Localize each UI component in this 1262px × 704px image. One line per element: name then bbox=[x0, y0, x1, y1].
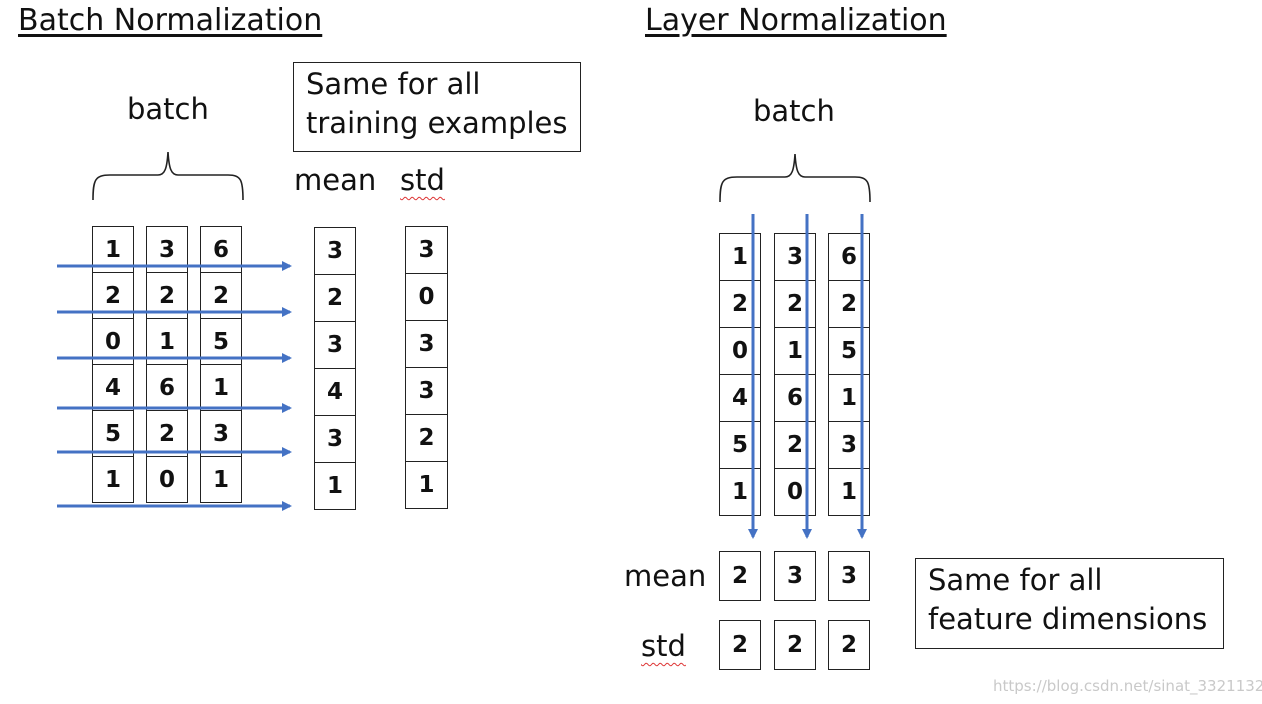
ln-cell: 2 bbox=[774, 280, 816, 328]
ln-std-label: std bbox=[641, 629, 686, 663]
bn-mean-cell: 3 bbox=[314, 415, 356, 463]
bn-cell: 3 bbox=[200, 410, 242, 457]
bn-note-box: Same for all training examples bbox=[293, 62, 581, 152]
bn-mean-label: mean bbox=[294, 163, 377, 197]
ln-cell: 3 bbox=[774, 233, 816, 281]
bn-cell: 5 bbox=[92, 410, 134, 457]
ln-cell: 3 bbox=[828, 421, 870, 469]
ln-std-cell: 2 bbox=[719, 620, 761, 670]
ln-cell: 5 bbox=[719, 421, 761, 469]
bn-note-line-1: Same for all bbox=[306, 67, 481, 101]
ln-cell: 0 bbox=[774, 468, 816, 516]
bn-cell: 2 bbox=[200, 272, 242, 319]
bn-std-column: 3 0 3 3 2 1 bbox=[405, 226, 448, 509]
bn-cell: 2 bbox=[146, 272, 188, 319]
ln-cell: 2 bbox=[719, 280, 761, 328]
bn-std-cell: 1 bbox=[405, 461, 448, 509]
ln-note-box: Same for all feature dimensions bbox=[915, 558, 1224, 649]
bn-batch-label: batch bbox=[127, 92, 209, 126]
bn-cell: 1 bbox=[92, 456, 134, 503]
ln-cell: 0 bbox=[719, 327, 761, 375]
bn-std-cell: 3 bbox=[405, 226, 448, 274]
layer-norm-title: Layer Normalization bbox=[645, 3, 947, 38]
bn-mean-cell: 2 bbox=[314, 274, 356, 322]
bn-cell: 2 bbox=[146, 410, 188, 457]
bn-cell: 2 bbox=[92, 272, 134, 319]
bn-mean-column: 3 2 3 4 3 1 bbox=[314, 227, 356, 510]
bn-cell: 4 bbox=[92, 364, 134, 411]
bn-cell: 1 bbox=[200, 364, 242, 411]
ln-std-cell: 2 bbox=[828, 620, 870, 670]
bn-matrix-col-1: 1 2 0 4 5 1 bbox=[92, 226, 134, 503]
ln-batch-label: batch bbox=[753, 94, 835, 128]
bn-cell: 6 bbox=[200, 226, 242, 273]
bn-mean-cell: 3 bbox=[314, 227, 356, 275]
ln-cell: 1 bbox=[719, 468, 761, 516]
bn-cell: 1 bbox=[146, 318, 188, 365]
ln-mean-cell: 2 bbox=[719, 551, 761, 601]
bn-matrix-col-2: 3 2 1 6 2 0 bbox=[146, 226, 188, 503]
ln-matrix-col-3: 6 2 5 1 3 1 bbox=[828, 233, 870, 516]
ln-mean-label: mean bbox=[624, 559, 707, 593]
bn-mean-cell: 3 bbox=[314, 321, 356, 369]
bn-cell: 5 bbox=[200, 318, 242, 365]
ln-cell: 1 bbox=[719, 233, 761, 281]
ln-matrix-col-2: 3 2 1 6 2 0 bbox=[774, 233, 816, 516]
ln-note-line-1: Same for all bbox=[928, 563, 1103, 597]
bn-std-cell: 3 bbox=[405, 320, 448, 368]
bn-cell: 3 bbox=[146, 226, 188, 273]
watermark-url: https://blog.csdn.net/sinat_33211329 bbox=[993, 677, 1262, 695]
ln-mean-cell: 3 bbox=[828, 551, 870, 601]
ln-cell: 2 bbox=[828, 280, 870, 328]
ln-note-line-2: feature dimensions bbox=[928, 602, 1208, 636]
bn-mean-cell: 4 bbox=[314, 368, 356, 416]
ln-cell: 4 bbox=[719, 374, 761, 422]
bn-cell: 6 bbox=[146, 364, 188, 411]
bn-note-line-2: training examples bbox=[306, 106, 568, 140]
ln-cell: 1 bbox=[828, 468, 870, 516]
bn-matrix-col-3: 6 2 5 1 3 1 bbox=[200, 226, 242, 503]
bn-std-label: std bbox=[400, 163, 445, 197]
bn-cell: 0 bbox=[92, 318, 134, 365]
bn-cell: 1 bbox=[92, 226, 134, 273]
ln-cell: 2 bbox=[774, 421, 816, 469]
bn-std-cell: 3 bbox=[405, 367, 448, 415]
bn-cell: 0 bbox=[146, 456, 188, 503]
ln-cell: 1 bbox=[774, 327, 816, 375]
ln-cell: 6 bbox=[828, 233, 870, 281]
ln-cell: 1 bbox=[828, 374, 870, 422]
ln-mean-cell: 3 bbox=[774, 551, 816, 601]
bn-cell: 1 bbox=[200, 456, 242, 503]
ln-batch-brace bbox=[719, 153, 871, 203]
bn-std-cell: 0 bbox=[405, 273, 448, 321]
bn-batch-brace bbox=[92, 151, 244, 201]
bn-std-cell: 2 bbox=[405, 414, 448, 462]
ln-cell: 6 bbox=[774, 374, 816, 422]
batch-norm-title: Batch Normalization bbox=[18, 3, 323, 38]
ln-std-cell: 2 bbox=[774, 620, 816, 670]
ln-matrix-col-1: 1 2 0 4 5 1 bbox=[719, 233, 761, 516]
ln-cell: 5 bbox=[828, 327, 870, 375]
bn-mean-cell: 1 bbox=[314, 462, 356, 510]
